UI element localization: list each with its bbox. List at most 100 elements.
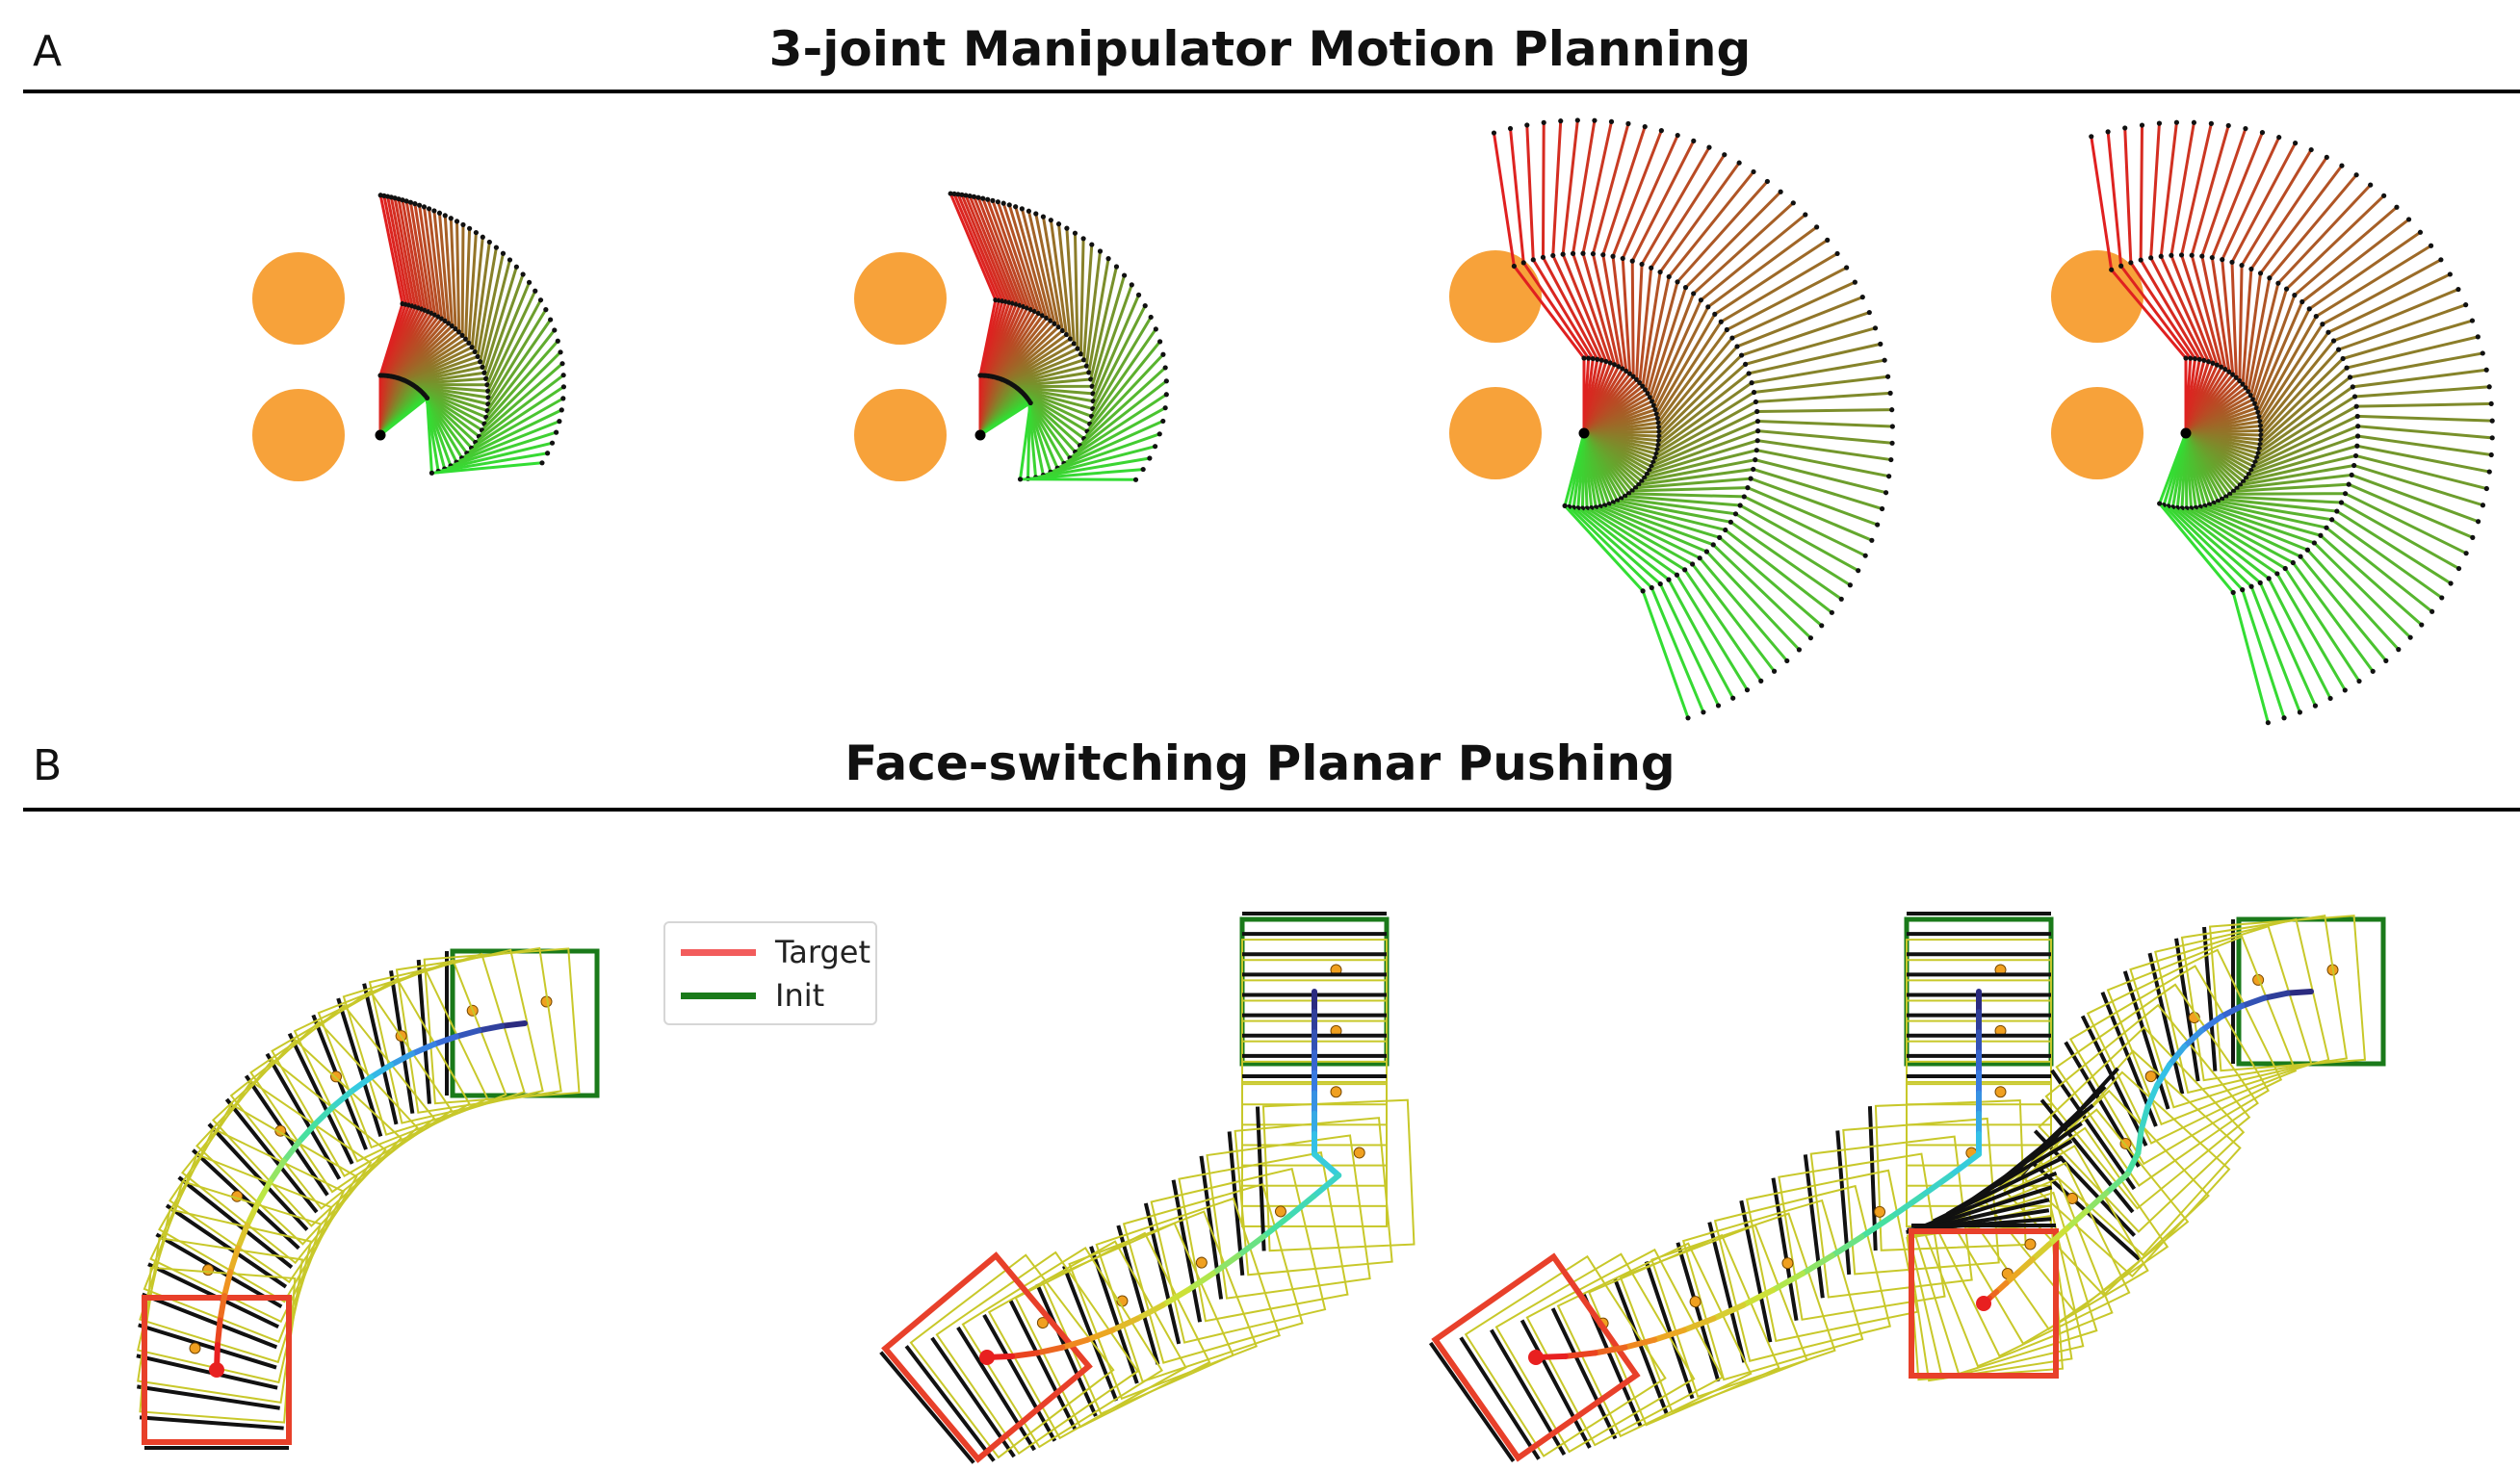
trajectory-segment [2166,1044,2188,1069]
joint-marker [1625,120,1631,127]
trajectory-segment [1260,1214,1292,1240]
section-a-divider [23,90,2520,93]
joint-marker [1856,568,1861,574]
arm-pose [2184,132,2264,434]
joint-marker [1083,363,1089,369]
arm-pose [2175,432,2332,700]
joint-marker [2455,286,2461,293]
arm-pose [1580,432,1749,691]
joint-marker [1040,313,1046,319]
joint-marker [2355,424,2361,429]
trajectory-segment [2014,1256,2036,1276]
goal-marker [979,1350,995,1365]
arm-pose [1582,134,1679,434]
pusher-line [138,1323,277,1370]
joint-marker [2368,182,2374,188]
joint-marker [2252,400,2258,406]
box-outline [1681,1199,1864,1381]
box-outline [2086,948,2283,1145]
joint-marker [1135,292,1142,297]
joint-marker [1624,368,1629,374]
joint-marker [2257,271,2264,276]
joint-marker [1889,424,1895,429]
obstacle-circle [1449,250,1542,343]
joint-marker [2324,154,2329,161]
joint-marker [463,336,469,342]
arm-pose [2185,401,2492,464]
joint-marker [1071,341,1077,347]
pusher-line [1116,1225,1160,1365]
joint-marker [1160,418,1166,425]
joint-marker [539,460,545,466]
arm-pose [1582,123,1630,434]
pusher-line [136,1354,278,1390]
pusher-line [982,1313,1057,1442]
joint-marker [1674,572,1680,578]
trajectory-segment [217,1293,228,1324]
arm-pose [1583,213,1806,435]
joint-marker [2089,134,2094,140]
box-outline [1150,1167,1327,1344]
joint-marker [1642,123,1648,130]
pusher-line [1946,1139,2073,1216]
arm-pose [2184,432,2375,673]
joint-marker [2248,266,2254,272]
joint-marker [975,194,981,200]
joint-marker [2483,485,2489,492]
arm-pose [1582,153,1727,435]
joint-marker [1067,336,1074,342]
joint-marker [2293,141,2299,146]
trajectory-segment [2135,1126,2144,1156]
joint-marker [2220,257,2225,263]
joint-marker [560,396,566,401]
joint-marker [1113,264,1120,270]
joint-marker [1718,319,1724,324]
joint-marker [2489,435,2495,441]
arm-pose [2184,431,2483,507]
joint-marker [1698,297,1704,303]
trajectory-segment [1184,1270,1216,1294]
joint-marker [416,202,423,208]
joint-marker [1734,344,1740,349]
arm-pose [1583,431,1892,477]
joint-marker [1729,335,1735,341]
joint-marker [1491,130,1497,136]
trajectory-segment [1312,1150,1342,1178]
joint-marker [1689,561,1696,567]
joint-marker [1147,455,1153,461]
joint-marker [1507,125,1514,132]
joint-marker [1743,361,1749,367]
joint-marker [990,197,996,203]
arm-pose [1582,432,1801,651]
box-outline [1464,1254,1667,1457]
arm-pose [1582,126,1647,434]
joint-marker [453,326,458,332]
box-outline [1745,1169,1919,1343]
joint-marker [2109,267,2115,272]
arm-pose [2184,432,2423,627]
arm-pose [1583,391,1891,460]
joint-marker [2470,534,2476,540]
joint-marker [955,192,961,197]
joint-marker [2486,469,2492,475]
trajectory-segment [368,1062,395,1081]
trajectory-segment [2103,1171,2131,1197]
joint-marker [1738,352,1745,358]
obstacle-circle [252,252,345,345]
arm-pose [1583,266,1848,435]
joint-marker [2354,443,2360,449]
goal-marker [1528,1350,1544,1365]
joint-marker [483,375,489,381]
pusher-line [155,1232,283,1309]
joint-marker [2247,393,2254,399]
joint-marker [552,327,558,333]
joint-marker [2342,687,2348,693]
trajectory-segment [254,1178,273,1206]
trajectory-segment [499,1020,528,1029]
joint-marker [2169,252,2174,258]
trajectory-segment [235,1222,250,1251]
arm-pose [2149,123,2206,434]
box-outline [909,1253,1115,1459]
joint-marker [426,206,432,212]
joint-marker [2350,384,2355,390]
